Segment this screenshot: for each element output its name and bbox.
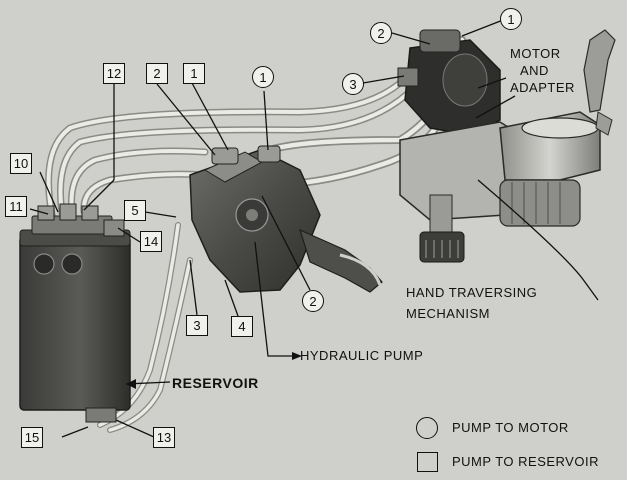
leader-s5 (144, 211, 177, 218)
tube-lower-2-hi (108, 258, 192, 432)
callout-circle-1-mid: 1 (252, 66, 274, 88)
legend-square-label: PUMP TO RESERVOIR (452, 454, 599, 469)
callout-square-13: 13 (153, 427, 175, 448)
callout-square-14: 14 (140, 231, 162, 252)
label-hand-traversing-line2: MECHANISM (406, 306, 490, 321)
leader-pump (254, 241, 292, 357)
label-motor-line1: MOTOR (510, 46, 561, 61)
legend-circle-symbol (416, 417, 438, 439)
callout-square-12: 12 (103, 63, 125, 84)
callout-square-10: 10 (10, 153, 32, 174)
callout-square-11: 11 (5, 196, 27, 217)
leader-c1-top (461, 19, 504, 37)
hand-traversing-mechanism (399, 29, 616, 263)
leader-c2-pump (261, 195, 311, 291)
leader-s15 (61, 426, 89, 438)
leader-motor (477, 77, 507, 89)
callout-circle-1-top: 1 (500, 8, 522, 30)
leader-arrowheads (126, 352, 302, 389)
callout-square-1: 1 (183, 63, 205, 84)
label-motor-line3: ADAPTER (510, 80, 575, 95)
leader-s2 (156, 83, 216, 156)
callout-circle-3-left: 3 (342, 73, 364, 95)
leader-s14 (117, 227, 141, 243)
callout-square-15: 15 (21, 427, 43, 448)
legend-square-symbol (417, 452, 438, 472)
leader-c1-mid (263, 90, 269, 151)
motor-adapter (397, 29, 501, 136)
callout-square-4: 4 (231, 316, 253, 337)
leader-s4 (224, 279, 239, 317)
tube-return-3-hi (69, 149, 207, 214)
leader-c2-top (391, 32, 431, 45)
leader-motor-2 (475, 95, 516, 119)
leader-s11 (29, 208, 49, 215)
leader-s12-b (83, 179, 115, 211)
leader-s13 (115, 419, 155, 438)
leader-s1 (191, 82, 229, 151)
callout-square-5: 5 (124, 200, 146, 221)
leader-c3-left (362, 75, 405, 84)
tube-return-4-hi (81, 172, 207, 214)
callout-square-3: 3 (186, 315, 208, 336)
callout-square-2: 2 (146, 63, 168, 84)
label-hydraulic-pump: HYDRAULIC PUMP (300, 348, 424, 363)
callout-circle-2-pump: 2 (302, 290, 324, 312)
label-reservoir: RESERVOIR (172, 375, 259, 391)
tube-return-1-hi (46, 58, 422, 217)
label-motor-line2: AND (520, 63, 549, 78)
legend-circle-label: PUMP TO MOTOR (452, 420, 569, 435)
leader-hand (477, 179, 599, 301)
leader-s3 (189, 259, 198, 316)
label-hand-traversing-line1: HAND TRAVERSING (406, 285, 538, 300)
leader-lines (29, 19, 599, 438)
hydraulic-pump-body (189, 145, 383, 293)
reservoir-tank (19, 203, 131, 423)
tube-pump-motor-2-hi (275, 107, 448, 188)
callout-circle-2-top: 2 (370, 22, 392, 44)
tube-return-2-hi (58, 50, 442, 215)
leader-s10 (39, 171, 59, 213)
